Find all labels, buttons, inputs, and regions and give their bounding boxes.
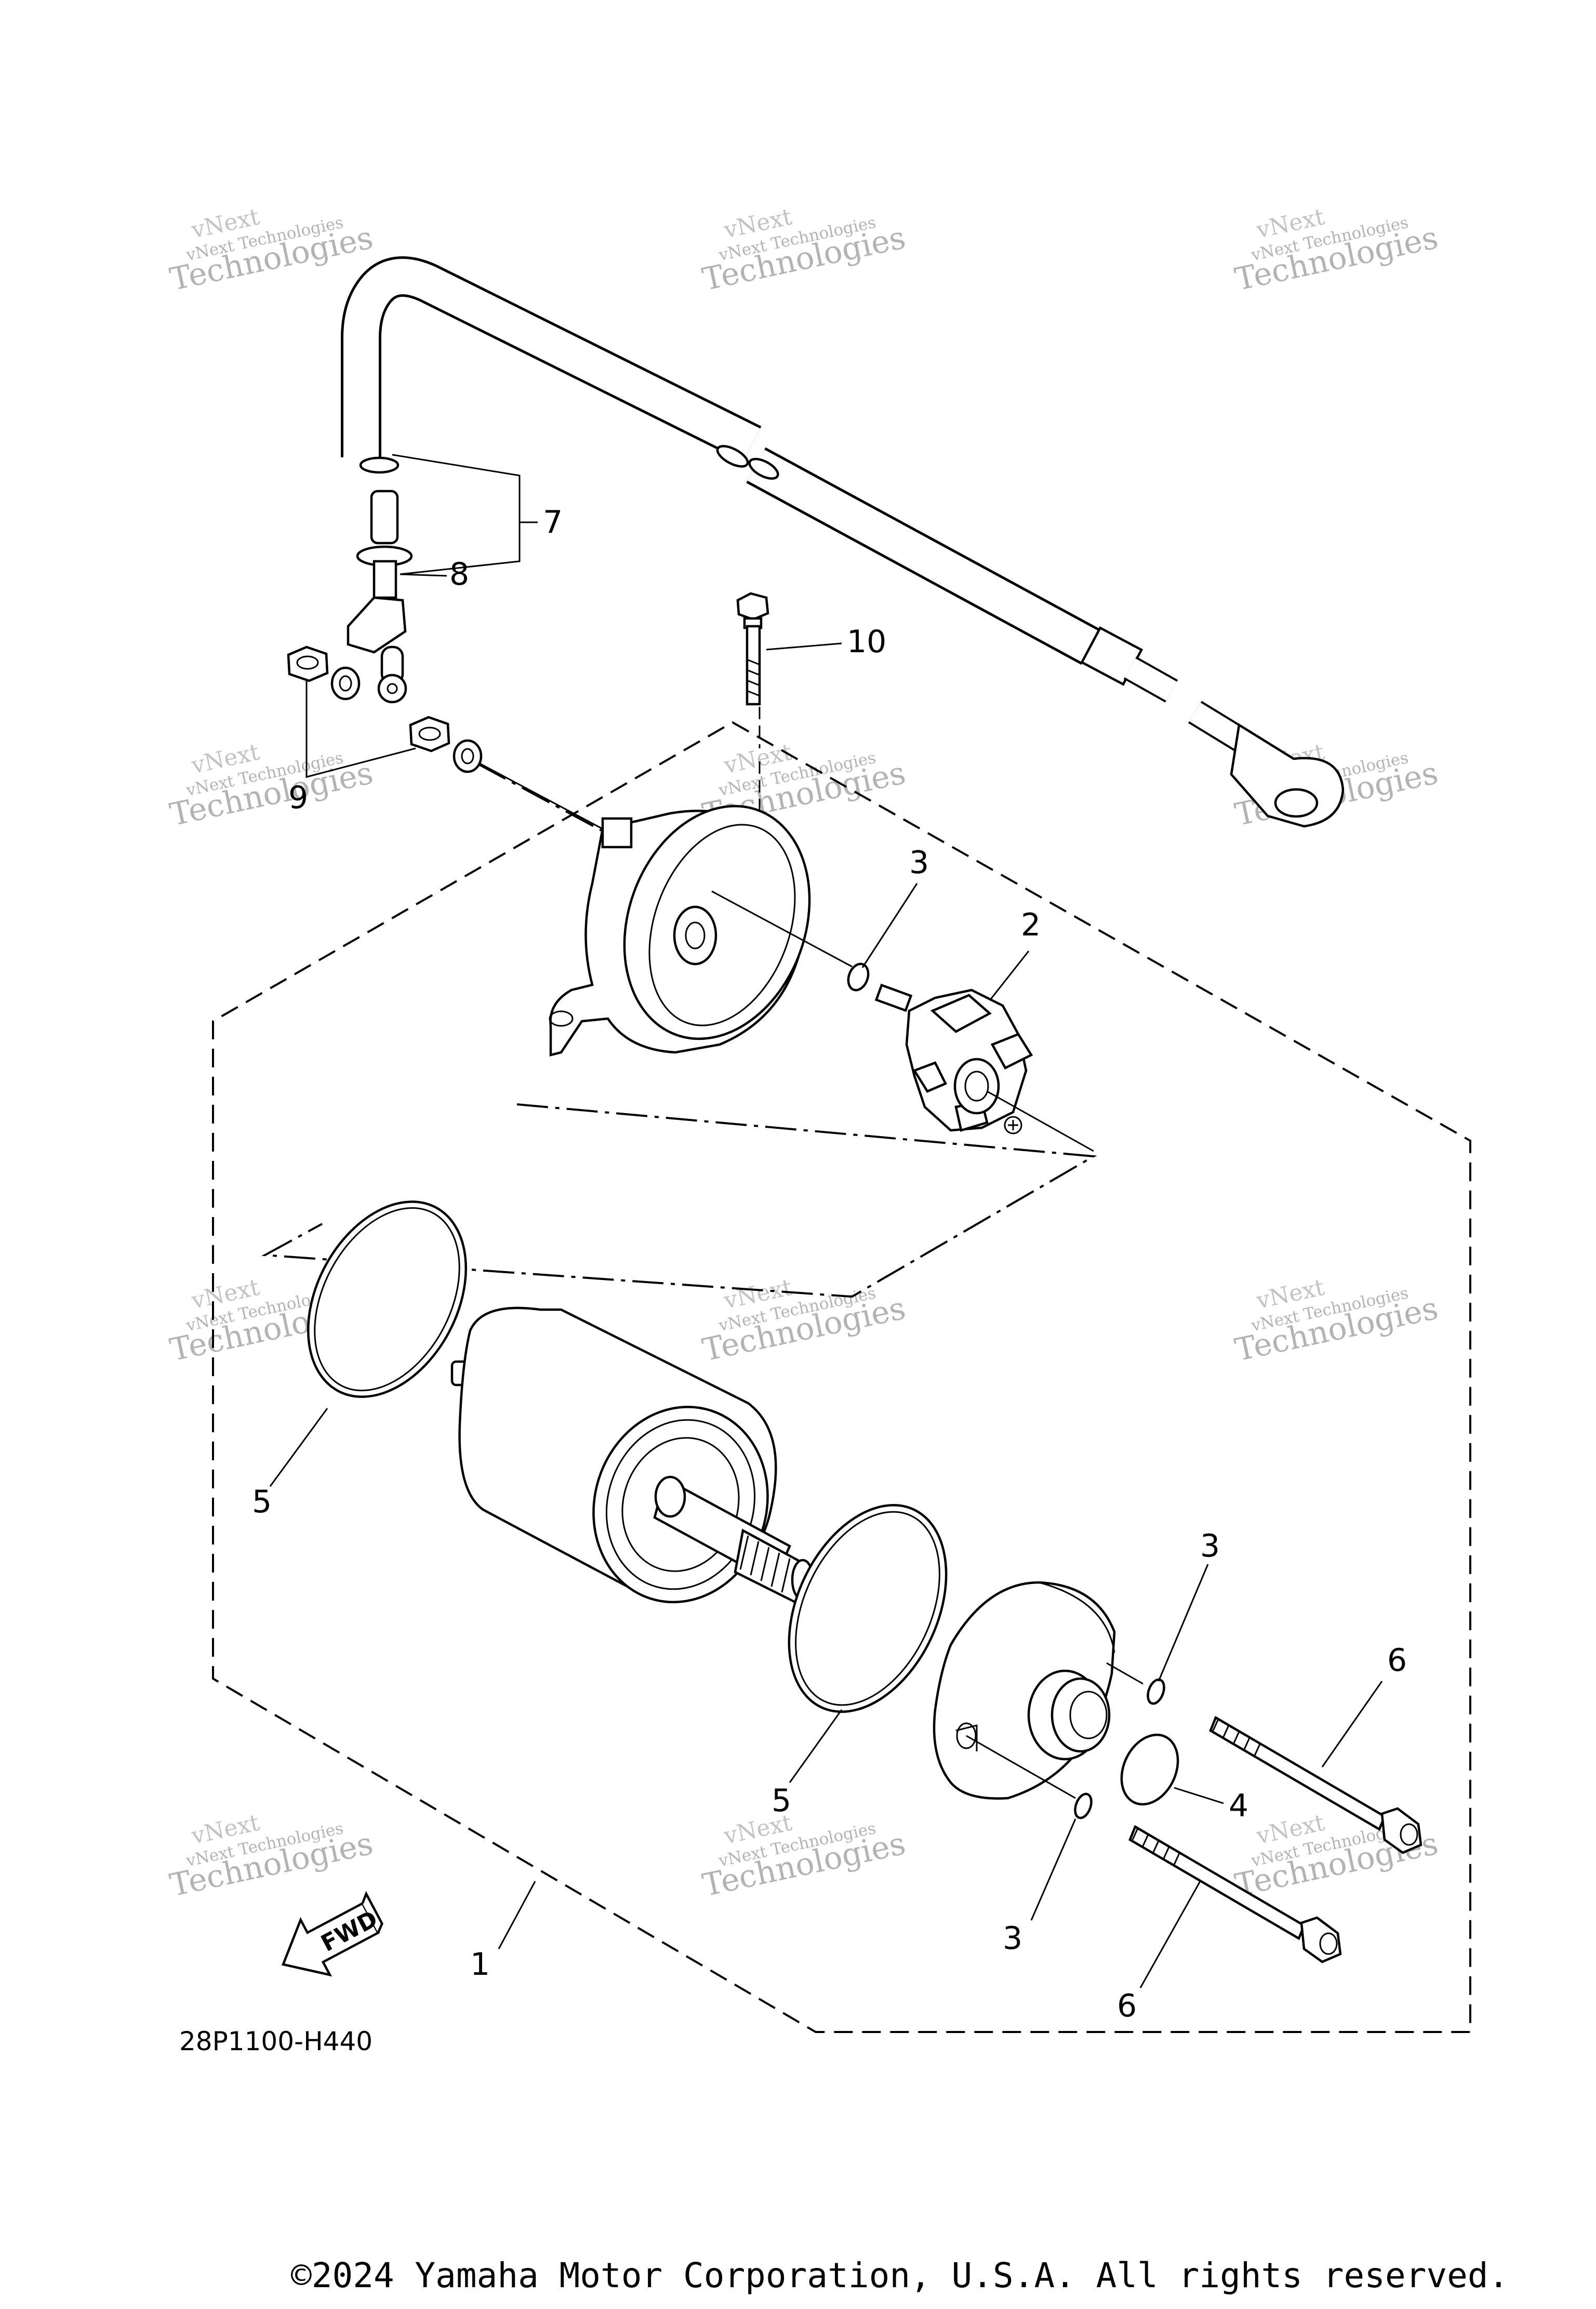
o-ring-5-left bbox=[307, 1200, 467, 1398]
callout-3-top: 3 bbox=[909, 845, 929, 881]
callout-7: 7 bbox=[543, 504, 563, 540]
callout-3-mid: 3 bbox=[1200, 1528, 1220, 1564]
callout-9: 9 bbox=[288, 780, 308, 816]
o-ring-3-lower bbox=[1074, 1792, 1093, 1819]
brush-guide-line bbox=[987, 1090, 1094, 1152]
nuts-and-washers bbox=[287, 645, 483, 773]
o-ring-upper bbox=[847, 962, 870, 992]
through-bolt-lower bbox=[1128, 1825, 1342, 1963]
cable-terminal bbox=[347, 490, 413, 704]
starter-cable bbox=[341, 256, 1345, 828]
callout-6-upper: 6 bbox=[1387, 1642, 1407, 1679]
bolt-guide-upper bbox=[1106, 1662, 1143, 1685]
o-ring-3-mid bbox=[1147, 1678, 1165, 1705]
through-bolt-upper bbox=[1209, 1716, 1422, 1854]
terminal-guide-line bbox=[477, 763, 614, 838]
copyright-notice: ©2024 Yamaha Motor Corporation, U.S.A. A… bbox=[291, 2255, 1509, 2295]
callout-10: 10 bbox=[847, 624, 886, 660]
bolt-10 bbox=[736, 592, 769, 837]
watermark-8: vNext vNext Technologies Technologies bbox=[699, 1274, 909, 1369]
watermark-11: vNext vNext Technologies Technologies bbox=[699, 1810, 909, 1904]
leader-lines bbox=[269, 454, 1383, 1988]
brush-plane-guide bbox=[261, 1103, 1097, 1298]
watermark-2: vNext vNext Technologies Technologies bbox=[699, 204, 909, 298]
callout-3-lower: 3 bbox=[1003, 1920, 1022, 1957]
callout-4: 4 bbox=[1229, 1788, 1248, 1824]
o-ring-4 bbox=[1120, 1733, 1179, 1806]
rear-cover bbox=[549, 804, 811, 1057]
watermark-4: vNext vNext Technologies Technologies bbox=[167, 739, 376, 834]
watermark-1: vNext vNext Technologies Technologies bbox=[167, 204, 376, 298]
part-code-label: 28P1100-H440 bbox=[179, 2026, 373, 2056]
watermark-3: vNext vNext Technologies Technologies bbox=[1232, 204, 1441, 298]
bolt-guide-lower bbox=[966, 1735, 1076, 1799]
o-ring-5-middle bbox=[788, 1504, 948, 1713]
watermark-10: vNext vNext Technologies Technologies bbox=[167, 1810, 376, 1904]
callout-2: 2 bbox=[1021, 907, 1041, 943]
fwd-arrow: FWD bbox=[281, 1891, 383, 1977]
callout-5-middle: 5 bbox=[772, 1783, 791, 1819]
callout-8: 8 bbox=[449, 556, 469, 592]
assembly-outline bbox=[212, 721, 1471, 2033]
callout-1: 1 bbox=[470, 1946, 490, 1983]
callout-6-lower: 6 bbox=[1117, 1988, 1137, 2024]
axis-guide-line bbox=[711, 890, 853, 968]
callout-labels: 7 8 9 10 3 2 5 5 3 4 6 3 6 1 bbox=[252, 504, 1407, 2024]
front-cover bbox=[933, 1581, 1116, 1800]
watermark-9: vNext vNext Technologies Technologies bbox=[1232, 1274, 1441, 1369]
callout-5-left: 5 bbox=[252, 1484, 272, 1520]
cover-guide-line bbox=[480, 763, 603, 830]
brush-holder bbox=[874, 983, 1033, 1134]
